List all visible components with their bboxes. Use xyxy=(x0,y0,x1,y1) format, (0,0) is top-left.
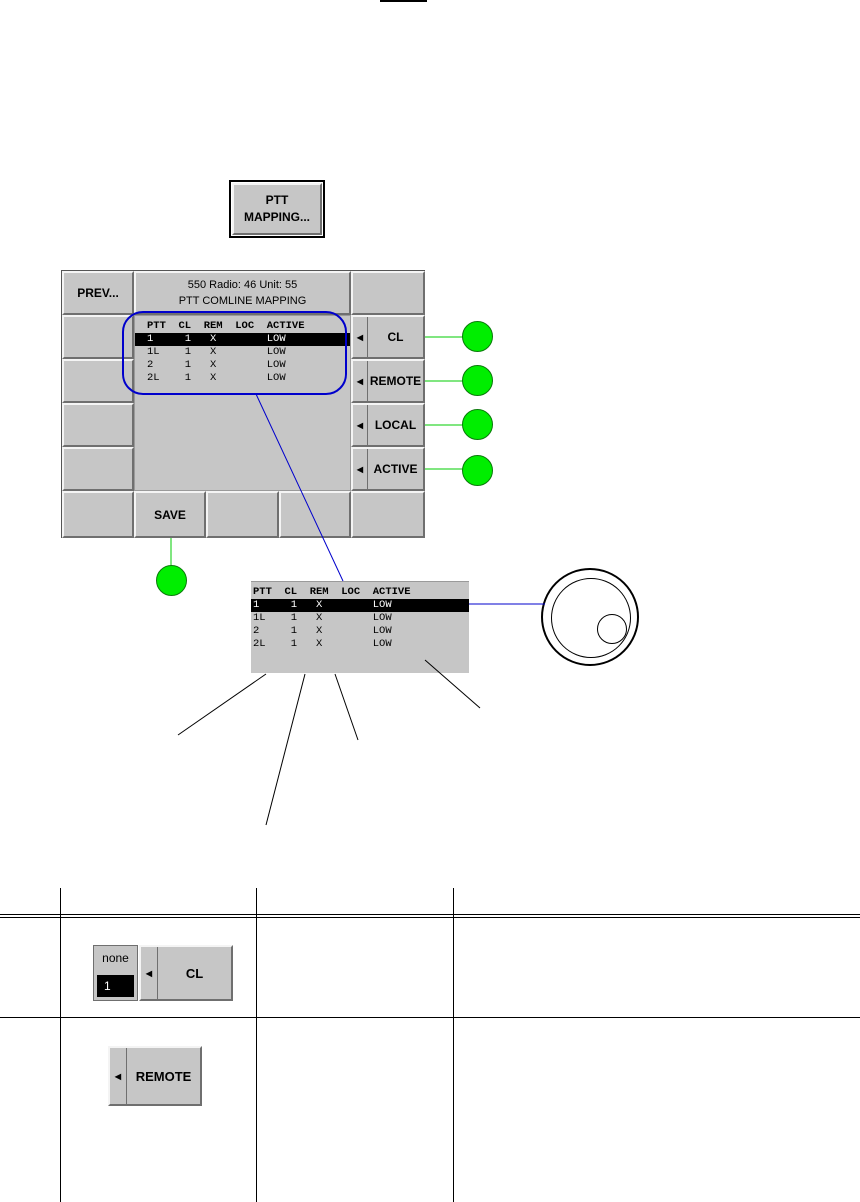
ptt-comline-mapping-screen: PREV... 550 Radio: 46 Unit: 55 PTT COMLI… xyxy=(61,270,425,538)
left-arrow-icon: ◀ xyxy=(353,405,368,445)
zoom-list-row: 2 1 X LOW xyxy=(253,625,392,637)
screen-header: 550 Radio: 46 Unit: 55 PTT COMLINE MAPPI… xyxy=(134,271,351,315)
local-label: LOCAL xyxy=(374,418,417,432)
bottom-softkey-5[interactable] xyxy=(351,491,425,538)
remote-button-illustration: ◀ REMOTE xyxy=(108,1046,202,1106)
cl-state-indicator: none 1 xyxy=(93,945,138,1001)
callout-marker-3 xyxy=(462,409,493,440)
zoom-list-row: 1L 1 X LOW xyxy=(253,612,392,624)
ptt-list[interactable]: PTT CL REM LOC ACTIVE 1 1 X LOW 1L 1 X L… xyxy=(134,315,351,491)
list-row[interactable]: 2 1 X LOW xyxy=(147,359,286,371)
header-rule xyxy=(380,0,427,2)
save-label: SAVE xyxy=(154,507,186,522)
ptt-mapping-line2: MAPPING... xyxy=(243,210,310,224)
table-rule-mid xyxy=(0,1017,860,1018)
left-arrow-icon: ◀ xyxy=(353,449,368,489)
local-button[interactable]: ◀ LOCAL xyxy=(351,403,425,447)
bottom-softkey-4[interactable] xyxy=(279,491,351,538)
remote-label: REMOTE xyxy=(369,374,422,388)
callout-marker-1 xyxy=(462,321,493,352)
left-arrow-icon: ◀ xyxy=(353,317,368,357)
cl-label: CL xyxy=(387,330,404,344)
table-rule-top-double xyxy=(0,917,860,918)
cl-state-value: 1 xyxy=(97,975,134,997)
left-softkey-3[interactable] xyxy=(62,403,134,447)
zoomed-ptt-list: PTT CL REM LOC ACTIVE 1 1 X LOW 1L 1 X L… xyxy=(251,581,469,673)
table-col-divider xyxy=(60,888,61,1202)
knob-ring xyxy=(551,578,631,658)
callout-marker-5 xyxy=(156,565,187,596)
list-row[interactable]: 1L 1 X LOW xyxy=(147,346,286,358)
left-softkey-4[interactable] xyxy=(62,447,134,491)
remote-button-image-label: REMOTE xyxy=(135,1068,192,1084)
list-row[interactable]: 2L 1 X LOW xyxy=(147,372,286,384)
cl-state-top: none xyxy=(102,951,129,965)
left-arrow-icon: ◀ xyxy=(110,1048,127,1104)
left-arrow-icon: ◀ xyxy=(141,947,158,999)
left-arrow-icon: ◀ xyxy=(353,361,368,401)
list-row-selected[interactable]: 1 1 X LOW xyxy=(135,333,350,346)
prev-button[interactable]: PREV... xyxy=(62,271,134,315)
zoom-connector-line xyxy=(255,393,344,582)
zoom-list-row: 2L 1 X LOW xyxy=(253,638,392,650)
list-highlight-outline xyxy=(122,311,347,395)
rotary-knob[interactable] xyxy=(541,568,639,666)
active-button[interactable]: ◀ ACTIVE xyxy=(351,447,425,491)
ptt-mapping-button[interactable]: PTT MAPPING... xyxy=(229,180,325,238)
callout-marker-4 xyxy=(462,455,493,486)
table-col-divider xyxy=(453,888,454,1202)
cl-button-illustration: none 1 ◀ CL xyxy=(93,945,233,1001)
save-button[interactable]: SAVE xyxy=(134,491,206,538)
zoom-list-row-selected: 1 1 X LOW xyxy=(251,599,469,612)
knob-grip xyxy=(597,614,627,644)
cl-button-image: ◀ CL xyxy=(139,945,233,1001)
cl-button-image-label: CL xyxy=(185,965,204,981)
cl-button[interactable]: ◀ CL xyxy=(351,315,425,359)
zoom-list-header: PTT CL REM LOC ACTIVE xyxy=(253,586,411,598)
remote-button[interactable]: ◀ REMOTE xyxy=(351,359,425,403)
top-right-softkey[interactable] xyxy=(351,271,425,315)
list-header: PTT CL REM LOC ACTIVE xyxy=(147,320,305,332)
screen-title: PTT COMLINE MAPPING xyxy=(178,295,307,307)
table-rule-top xyxy=(0,914,860,915)
ptt-mapping-line1: PTT xyxy=(265,193,289,207)
screen-header-line1: 550 Radio: 46 Unit: 55 xyxy=(187,279,298,291)
bottom-softkey-3[interactable] xyxy=(206,491,279,538)
active-label: ACTIVE xyxy=(373,462,418,476)
table-col-divider xyxy=(256,888,257,1202)
callout-marker-2 xyxy=(462,365,493,396)
prev-label: PREV... xyxy=(77,286,119,300)
bottom-softkey-1[interactable] xyxy=(62,491,134,538)
